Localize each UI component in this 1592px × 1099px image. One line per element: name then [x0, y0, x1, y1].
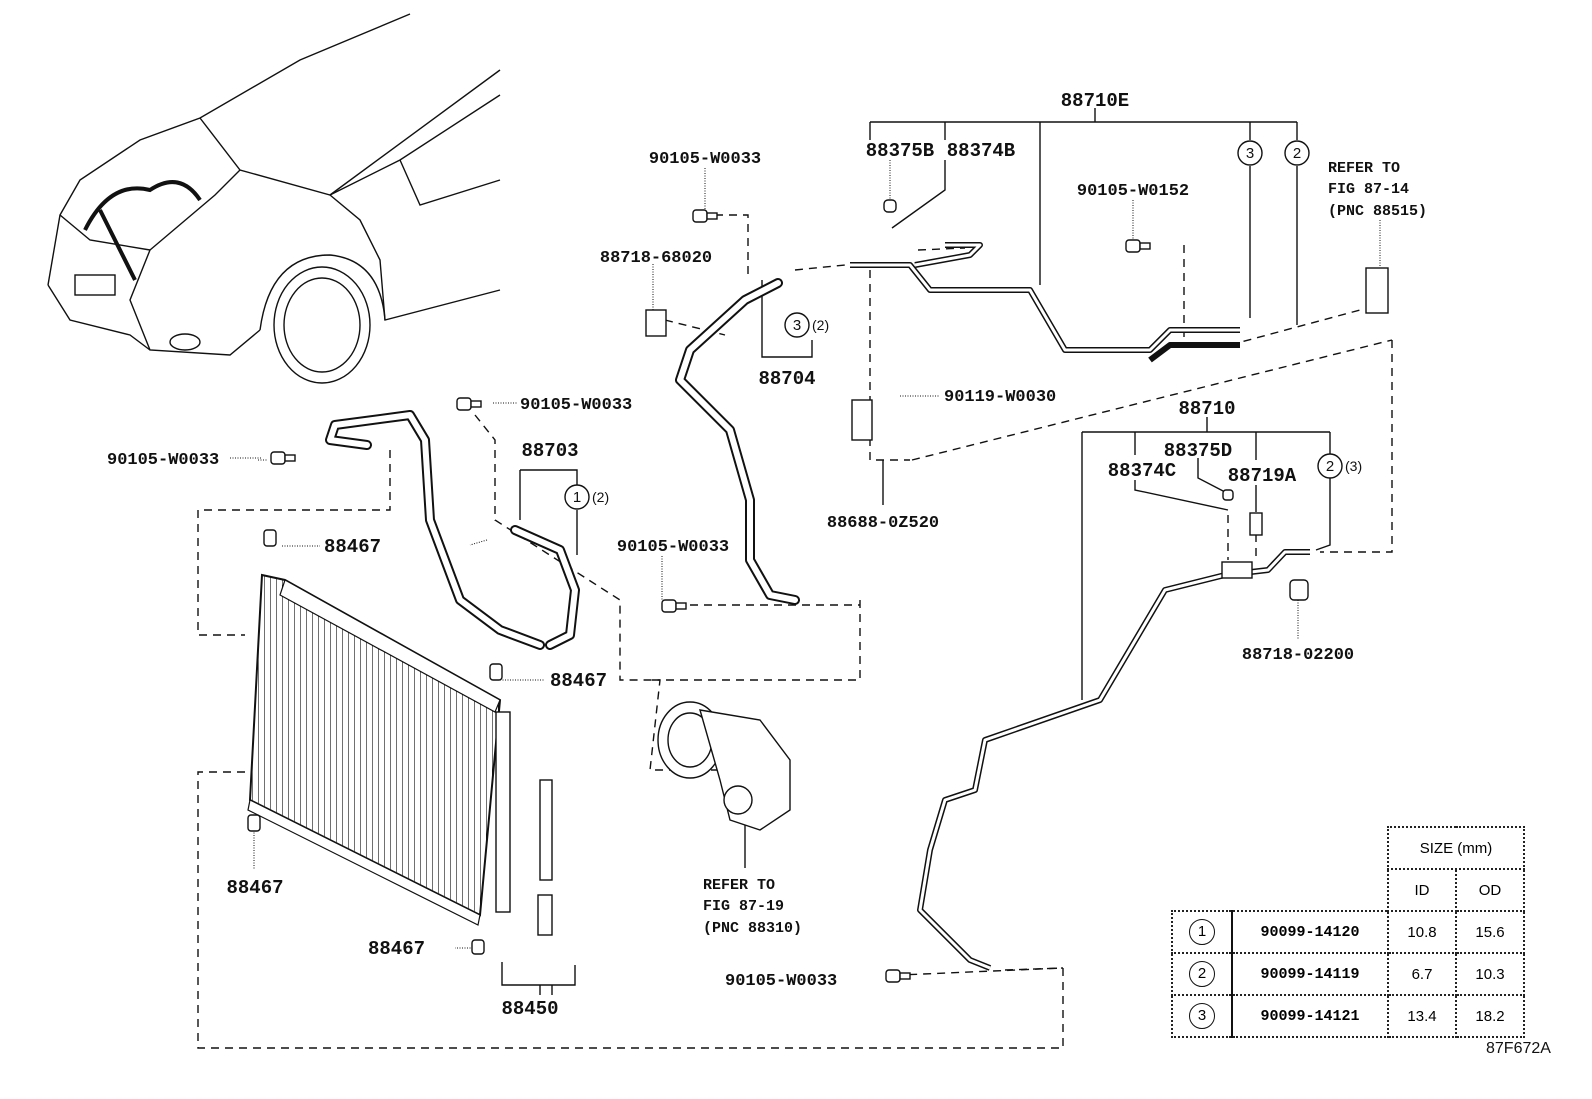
row-od: 10.3	[1455, 952, 1525, 996]
ref-compressor-line3: (PNC 88310)	[703, 920, 802, 937]
callout-3-88704-qty: (2)	[812, 317, 829, 333]
ref-compressor-line1: REFER TO	[703, 877, 775, 894]
hoses	[325, 242, 1310, 971]
oring-size-table: SIZE (mm) ID OD 1 90099-14120 10.8 15.6 …	[1171, 826, 1525, 1038]
label-88374B: 88374B	[947, 140, 1015, 162]
label-88467-c: 88467	[226, 877, 283, 899]
callout-1-88703: 1	[573, 489, 581, 506]
table-row: 3 90099-14121 13.4 18.2	[1171, 994, 1525, 1038]
label-90105-W0033-compressor: 90105-W0033	[617, 538, 729, 557]
label-88719A: 88719A	[1228, 465, 1297, 487]
table-row: 2 90099-14119 6.7 10.3	[1171, 952, 1525, 996]
condenser	[247, 573, 553, 936]
callout-2-top: 2	[1293, 145, 1301, 162]
label-90105-W0033-bottom: 90105-W0033	[725, 972, 837, 991]
ref-expansion-line3: (PNC 88515)	[1328, 203, 1427, 220]
row-od: 15.6	[1455, 910, 1525, 954]
oring-callouts: 3 2 3 (2) 1 (2) 2 (3)	[564, 140, 1362, 510]
callout-2-88710-qty: (3)	[1345, 458, 1362, 474]
label-90119-W0030: 90119-W0030	[944, 388, 1056, 407]
label-88703: 88703	[521, 440, 578, 462]
label-88467-a: 88467	[324, 536, 381, 558]
row-id: 10.8	[1387, 910, 1457, 954]
size-header: SIZE (mm)	[1387, 826, 1525, 870]
label-90105-W0033-left: 90105-W0033	[107, 451, 219, 470]
figure-code: 87F672A	[1486, 1040, 1551, 1057]
label-88710E: 88710E	[1061, 90, 1129, 112]
col-od: OD	[1455, 868, 1525, 912]
fasteners	[247, 199, 1389, 983]
vehicle-illustration	[47, 13, 501, 384]
row-part: 90099-14120	[1231, 910, 1389, 954]
ref-expansion-line1: REFER TO	[1328, 160, 1400, 177]
compressor	[657, 701, 791, 831]
row-part: 90099-14121	[1231, 994, 1389, 1038]
label-88688-0Z520: 88688-0Z520	[827, 514, 939, 533]
row-od: 18.2	[1455, 994, 1525, 1038]
label-88374C: 88374C	[1108, 460, 1176, 482]
callout-1-88703-qty: (2)	[592, 489, 609, 505]
label-88450: 88450	[501, 998, 558, 1020]
reference-notes: REFER TO FIG 87-14 (PNC 88515) REFER TO …	[703, 160, 1427, 937]
row-ref: 3	[1189, 1003, 1215, 1029]
ref-compressor-line2: FIG 87-19	[703, 898, 784, 915]
callout-3-88704: 3	[793, 317, 801, 334]
label-88718-02200: 88718-02200	[1242, 646, 1354, 665]
row-ref: 1	[1189, 919, 1215, 945]
row-id: 6.7	[1387, 952, 1457, 996]
table-row: 1 90099-14120 10.8 15.6	[1171, 910, 1525, 954]
col-id: ID	[1387, 868, 1457, 912]
row-part: 90099-14119	[1231, 952, 1389, 996]
label-90105-W0152: 90105-W0152	[1077, 182, 1189, 201]
label-88718-68020: 88718-68020	[600, 249, 712, 268]
callout-2-88710: 2	[1326, 458, 1334, 475]
label-88375D: 88375D	[1164, 440, 1232, 462]
label-88467-b: 88467	[550, 670, 607, 692]
label-88467-d: 88467	[368, 938, 425, 960]
ref-expansion-line2: FIG 87-14	[1328, 181, 1409, 198]
label-88375B: 88375B	[866, 140, 934, 162]
label-90105-W0033-mid: 90105-W0033	[520, 396, 632, 415]
label-90105-W0033-top: 90105-W0033	[649, 150, 761, 169]
label-88704: 88704	[758, 368, 815, 390]
row-id: 13.4	[1387, 994, 1457, 1038]
callout-3-top: 3	[1246, 145, 1254, 162]
row-ref: 2	[1189, 961, 1215, 987]
part-labels: 88710E 88375B 88374B 90105-W0033 90105-W…	[107, 90, 1354, 1020]
label-88710: 88710	[1178, 398, 1235, 420]
leader-lines	[501, 108, 1331, 995]
